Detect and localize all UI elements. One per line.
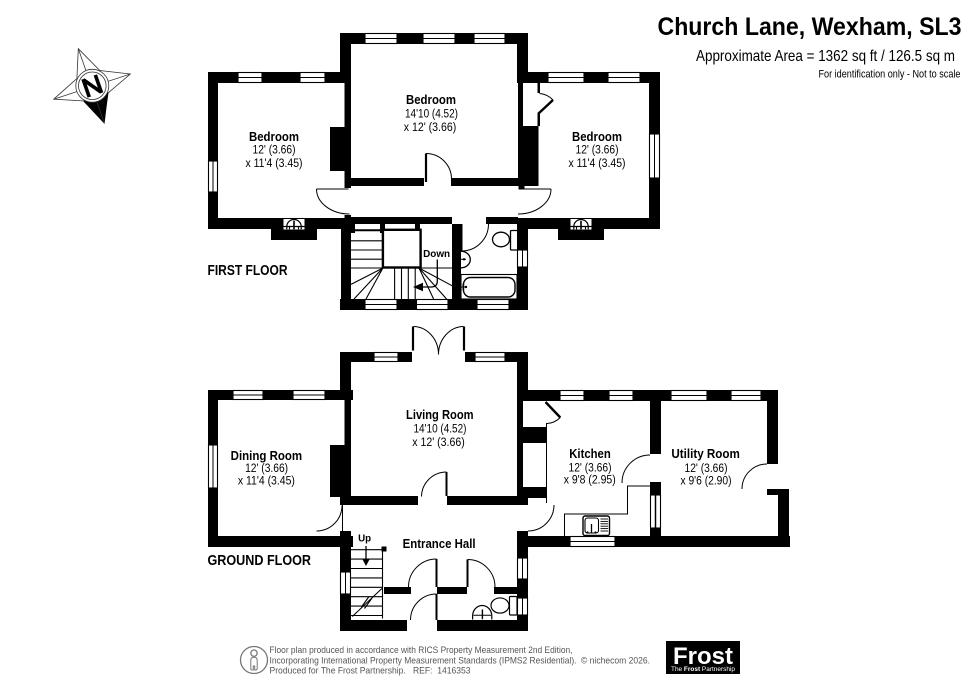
svg-text:FIRST FLOOR: FIRST FLOOR: [208, 263, 288, 279]
svg-text:Frost: Frost: [673, 643, 733, 670]
svg-text:Bedroom: Bedroom: [249, 130, 299, 144]
svg-text:Up: Up: [358, 533, 371, 545]
svg-text:12' (3.66): 12' (3.66): [576, 145, 619, 157]
svg-text:Living Room: Living Room: [406, 408, 474, 422]
svg-text:x 12' (3.66): x 12' (3.66): [404, 122, 457, 134]
svg-text:x 11'4 (3.45): x 11'4 (3.45): [569, 158, 626, 170]
svg-text:For identification only - Not: For identification only - Not to scale: [819, 69, 961, 81]
svg-text:Produced for The Frost Partner: Produced for The Frost Partnership. REF:…: [270, 666, 471, 676]
svg-text:Down: Down: [423, 248, 450, 260]
svg-text:Entrance Hall: Entrance Hall: [403, 537, 476, 551]
svg-text:12' (3.66): 12' (3.66): [245, 463, 288, 475]
svg-text:Bedroom: Bedroom: [406, 93, 456, 107]
svg-text:Approximate Area = 1362 sq ft: Approximate Area = 1362 sq ft / 126.5 sq…: [696, 48, 955, 65]
svg-text:GROUND FLOOR: GROUND FLOOR: [208, 553, 312, 569]
svg-text:Incorporating International Pr: Incorporating International Property Mea…: [270, 656, 577, 666]
svg-text:x 9'8 (2.95): x 9'8 (2.95): [564, 475, 616, 487]
svg-text:Utility Room: Utility Room: [671, 447, 740, 461]
svg-text:Bedroom: Bedroom: [572, 130, 622, 144]
svg-text:The Frost Partnership: The Frost Partnership: [671, 666, 735, 673]
svg-text:12' (3.66): 12' (3.66): [569, 463, 612, 475]
svg-text:x 11'4 (3.45): x 11'4 (3.45): [246, 158, 303, 170]
svg-text:x 9'6 (2.90): x 9'6 (2.90): [681, 475, 732, 487]
svg-text:Kitchen: Kitchen: [569, 447, 611, 461]
svg-text:Floor plan produced in accorda: Floor plan produced in accordance with R…: [270, 645, 573, 655]
svg-text:12' (3.66): 12' (3.66): [685, 463, 728, 475]
svg-text:x 12' (3.66): x 12' (3.66): [412, 437, 465, 449]
svg-text:14'10 (4.52): 14'10 (4.52): [414, 424, 467, 436]
svg-text:© nichecom 2026.: © nichecom 2026.: [581, 656, 650, 666]
svg-text:12' (3.66): 12' (3.66): [253, 145, 296, 157]
svg-text:14'10 (4.52): 14'10 (4.52): [405, 109, 458, 121]
svg-text:Church Lane, Wexham, SL3: Church Lane, Wexham, SL3: [658, 13, 962, 41]
svg-text:x 11'4 (3.45): x 11'4 (3.45): [238, 476, 295, 488]
svg-text:Dining Room: Dining Room: [231, 449, 303, 463]
